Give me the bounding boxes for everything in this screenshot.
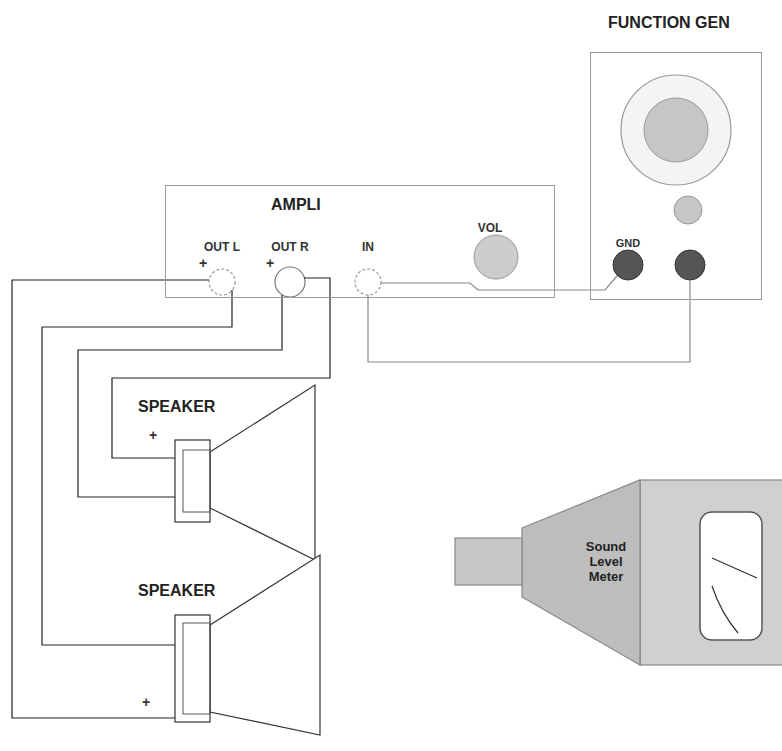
- function-generator: FUNCTION GEN: [590, 10, 762, 300]
- node-title: SPEAKER: [138, 582, 215, 600]
- jack-out-r: [275, 267, 305, 297]
- speaker-magnet: [175, 615, 210, 722]
- microphone-tip: [455, 538, 522, 585]
- label-anchor: +: [203, 254, 211, 272]
- gnd-terminal: [613, 250, 643, 280]
- wire-stub: [304, 278, 330, 298]
- wire-stub: [590, 276, 617, 290]
- dial-ring: [621, 75, 731, 185]
- label-anchor: +: [146, 693, 154, 711]
- meter-needle: [712, 558, 757, 578]
- speaker-magnet: [175, 440, 210, 522]
- jack-out-l: [209, 269, 235, 295]
- label-anchor: +: [153, 426, 161, 444]
- speaker: SPEAKER: [175, 555, 320, 735]
- node-title: SPEAKER: [138, 398, 215, 416]
- polarity-mark: +: [142, 694, 150, 710]
- meter-scale: [712, 586, 738, 633]
- wire-stub: [689, 280, 690, 300]
- node-title: AMPLI: [271, 196, 321, 214]
- speaker-cone: [210, 555, 320, 735]
- speaker-coil: [183, 450, 210, 512]
- control-label: VOL: [478, 221, 503, 235]
- wire-stubs-in: [368, 276, 690, 300]
- label-anchor: VOL: [490, 218, 515, 236]
- polarity-mark: +: [149, 427, 157, 443]
- node-title: Sound Level Meter: [575, 540, 637, 585]
- label-anchor: GND: [628, 233, 652, 251]
- connecting-wire: [555, 289, 590, 290]
- speaker-coil: [183, 623, 210, 714]
- housing-outline: [590, 52, 762, 300]
- wire-stub: [231, 290, 232, 298]
- label-anchor: +: [270, 254, 278, 272]
- label-anchor: OUT L: [222, 237, 258, 255]
- meter-display: [700, 512, 762, 640]
- wire-stub: [381, 283, 555, 290]
- speaker: SPEAKER: [175, 385, 315, 565]
- wire-stubs: [165, 278, 330, 298]
- polarity-mark: +: [199, 255, 207, 271]
- connecting-wire: [368, 298, 690, 362]
- jack-label: OUT R: [271, 240, 308, 254]
- sound-level-meter: Sound Level Meter: [455, 478, 782, 668]
- terminal-label: GND: [616, 237, 640, 249]
- node-title: FUNCTION GEN: [608, 14, 730, 32]
- jack-in: [355, 269, 381, 295]
- volume-knob: [474, 235, 518, 279]
- jack-label: OUT L: [204, 240, 240, 254]
- connecting-wire: [12, 280, 175, 718]
- polarity-mark: +: [266, 255, 274, 271]
- meter-neck: [522, 480, 640, 665]
- signal-terminal: [675, 250, 705, 280]
- jack-label: IN: [362, 240, 374, 254]
- speaker-cone: [210, 385, 315, 560]
- meter-body: [640, 480, 782, 665]
- wire-stub: [165, 279, 209, 280]
- label-anchor: OUT R: [290, 237, 327, 255]
- label-anchor: IN: [368, 237, 380, 255]
- dial-knob: [644, 98, 708, 162]
- small-knob: [674, 196, 702, 224]
